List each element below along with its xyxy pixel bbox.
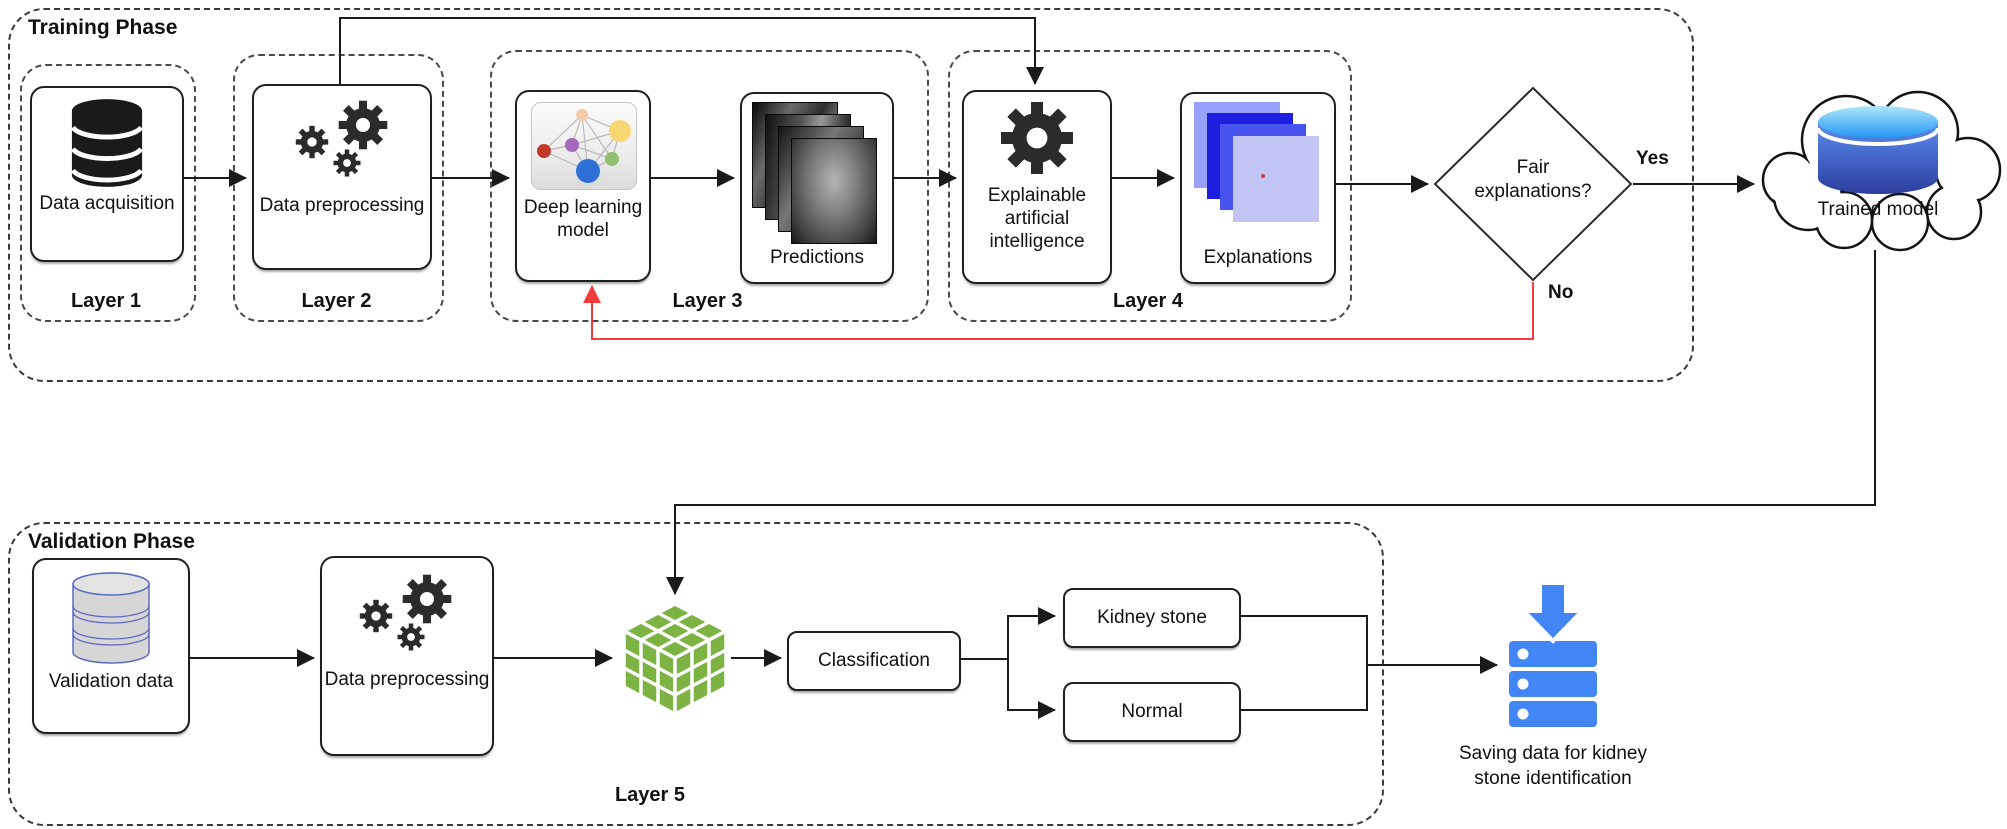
server-download-icon: [1503, 581, 1603, 733]
layer2-box: [233, 54, 444, 322]
data-acquisition-label: Data acquisition: [39, 193, 175, 214]
gear-icon: [997, 98, 1077, 178]
kidney-stone-label: Kidney stone: [1097, 607, 1207, 628]
classification-label: Classification: [818, 650, 930, 671]
gears-icon: [358, 572, 458, 660]
validation-data-node: Validation data: [32, 558, 190, 734]
predictions-node: Predictions: [740, 92, 894, 284]
training-phase-title: Training Phase: [28, 16, 178, 39]
explanations-node: Explanations: [1180, 92, 1336, 284]
normal-label: Normal: [1121, 701, 1183, 722]
saving-data-label: Saving data for kidney stone identificat…: [1458, 743, 1647, 789]
layer3-label: Layer 3: [672, 290, 743, 312]
predictions-label: Predictions: [770, 247, 864, 268]
validation-preprocessing-node: Data preprocessing: [320, 556, 494, 756]
trained-model-cloud: Trained model: [1750, 86, 2007, 258]
heatmap-stack-icon: [1194, 102, 1324, 230]
deep-learning-model-label: Deep learning model: [523, 197, 643, 242]
layer5-label: Layer 5: [614, 784, 686, 806]
fair-explanations-label: Fair explanations?: [1474, 157, 1592, 202]
trained-model-label: Trained model: [1817, 199, 1939, 220]
no-label: No: [1548, 282, 1574, 303]
data-preprocessing-node: Data preprocessing: [252, 84, 432, 270]
cloud-database-icon: [1761, 90, 2002, 252]
validation-preprocessing-label: Data preprocessing: [324, 669, 490, 690]
cube-icon: [620, 600, 730, 718]
layer4-label: Layer 4: [1112, 290, 1184, 312]
explainable-ai-label: Explainable artificial intelligence: [987, 185, 1087, 253]
gears-icon: [294, 98, 394, 186]
deep-learning-model-node: Deep learning model: [515, 90, 651, 282]
kidney-stone-node: Kidney stone: [1063, 588, 1241, 648]
yes-label: Yes: [1636, 148, 1669, 169]
layer1-label: Layer 1: [70, 290, 142, 312]
layer1-box: [20, 64, 196, 322]
data-preprocessing-label: Data preprocessing: [259, 195, 425, 216]
data-acquisition-node: Data acquisition: [30, 86, 184, 262]
layer2-label: Layer 2: [301, 290, 372, 312]
validation-phase-title: Validation Phase: [28, 530, 195, 553]
explanations-label: Explanations: [1203, 247, 1313, 268]
database-icon: [68, 98, 146, 188]
classification-node: Classification: [787, 631, 961, 691]
normal-node: Normal: [1063, 682, 1241, 742]
xray-stack-icon: [752, 102, 882, 248]
neural-network-icon: [531, 102, 637, 190]
gray-database-icon: [69, 570, 153, 666]
validation-data-label: Validation data: [48, 671, 174, 692]
explainable-ai-node: Explainable artificial intelligence: [962, 90, 1112, 284]
